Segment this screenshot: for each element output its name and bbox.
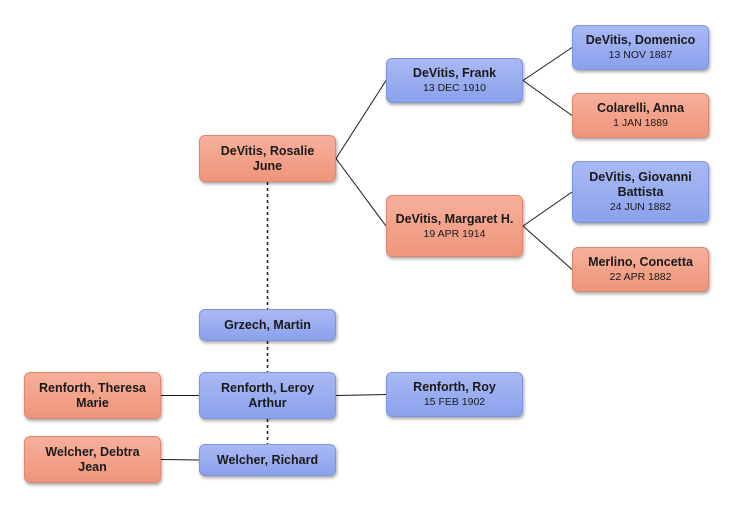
person-name: DeVitis, Giovanni Battista (589, 170, 692, 199)
connector-rosalie-frank (335, 80, 387, 159)
person-node-devitis-giovanni-battista[interactable]: DeVitis, Giovanni Battista 24 JUN 1882 (572, 161, 709, 223)
person-name: DeVitis, Domenico (585, 33, 696, 47)
person-node-welcher-debtra-jean[interactable]: Welcher, Debtra Jean (24, 436, 161, 483)
connector-debtra-richard (160, 459, 200, 461)
person-birth-date: 19 APR 1914 (423, 227, 486, 240)
person-name: Renforth, Theresa Marie (39, 380, 146, 410)
connector-frank-domenico (522, 47, 573, 81)
person-birth-date: 24 JUN 1882 (609, 201, 672, 213)
person-node-devitis-margaret-h[interactable]: DeVitis, Margaret H. 19 APR 1914 (386, 195, 523, 257)
person-birth-date: 15 FEB 1902 (423, 396, 486, 408)
person-birth-date: 13 DEC 1910 (422, 82, 487, 94)
connector-margaret-concetta (522, 225, 573, 270)
connector-rosalie-margaret (335, 158, 387, 227)
person-name: Renforth, Roy (413, 380, 496, 394)
connector-margaret-giovanni (522, 191, 573, 227)
person-name: DeVitis, Frank (412, 66, 497, 80)
person-name: DeVitis, Rosalie June (220, 143, 315, 173)
person-node-merlino-concetta[interactable]: Merlino, Concetta 22 APR 1882 (572, 247, 709, 292)
person-node-renforth-leroy-arthur[interactable]: Renforth, Leroy Arthur (199, 372, 336, 419)
person-name: Merlino, Concetta (588, 255, 693, 269)
person-birth-date: 1 JAN 1889 (613, 117, 668, 129)
person-name: Welcher, Debtra Jean (45, 444, 140, 474)
connector-leroy-roy (335, 394, 387, 396)
person-node-welcher-richard[interactable]: Welcher, Richard (199, 444, 336, 476)
person-name: Colarelli, Anna (596, 101, 685, 115)
person-node-renforth-roy[interactable]: Renforth, Roy 15 FEB 1902 (386, 372, 523, 417)
person-name: Grzech, Martin (224, 317, 311, 332)
connector-frank-anna (522, 80, 573, 116)
person-node-devitis-rosalie-june[interactable]: DeVitis, Rosalie June (199, 135, 336, 182)
person-node-colarelli-anna[interactable]: Colarelli, Anna 1 JAN 1889 (572, 93, 709, 138)
person-node-devitis-frank[interactable]: DeVitis, Frank 13 DEC 1910 (386, 58, 523, 103)
person-name: DeVitis, Margaret H. (395, 211, 514, 226)
person-name: Renforth, Leroy Arthur (220, 380, 315, 410)
person-name: Welcher, Richard (216, 452, 319, 467)
person-birth-date: 13 NOV 1887 (608, 49, 673, 61)
person-node-grzech-martin[interactable]: Grzech, Martin (199, 309, 336, 341)
person-node-renforth-theresa-marie[interactable]: Renforth, Theresa Marie (24, 372, 161, 419)
person-node-devitis-domenico[interactable]: DeVitis, Domenico 13 NOV 1887 (572, 25, 709, 70)
person-birth-date: 22 APR 1882 (609, 271, 672, 283)
